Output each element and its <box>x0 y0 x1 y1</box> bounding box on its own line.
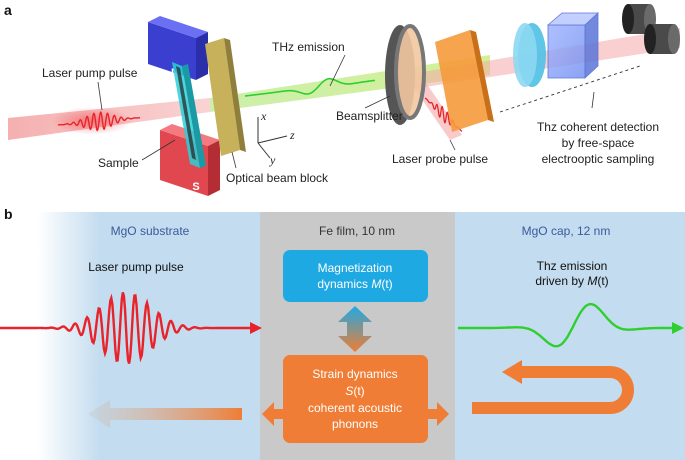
label-mgo-substrate: MgO substrate <box>111 224 190 238</box>
thz-emission-pulse-b <box>458 302 674 348</box>
label-laser-probe-pulse: Laser probe pulse <box>392 152 488 166</box>
thz-emission-b-line1: Thz emission <box>537 259 608 273</box>
panel-a-label: a <box>4 2 12 18</box>
phonon-arrow-cap-reflection <box>472 366 634 414</box>
photodiode-detector-2 <box>644 24 680 54</box>
thz-emission-b-line2: driven by M(t) <box>535 274 608 288</box>
strain-line3: coherent acoustic <box>308 401 402 415</box>
strain-arrow-right <box>428 402 449 426</box>
axis-x-label: x <box>260 109 267 123</box>
laser-pump-pulse-b <box>0 292 252 364</box>
label-mgo-cap: MgO cap, 12 nm <box>522 224 611 238</box>
label-thz-emission-b: Thz emission driven by M(t) <box>535 259 608 288</box>
leader-lines <box>97 54 595 169</box>
panel-b-label: b <box>4 206 13 222</box>
thz-emission-pulse-a <box>244 77 376 97</box>
label-thz-emission-a: THz emission <box>272 40 345 54</box>
coupling-double-arrow <box>338 306 372 352</box>
label-fe-film: Fe film, 10 nm <box>319 224 395 238</box>
phonon-arrow-substrate <box>88 400 242 428</box>
detection-dashed-line <box>499 65 641 113</box>
label-sample: Sample <box>98 156 139 170</box>
strain-line4: phonons <box>332 417 378 431</box>
strain-box <box>283 355 428 443</box>
axis-z-label: z <box>289 128 295 142</box>
strain-line1: Strain dynamics <box>312 367 397 381</box>
filter-plate <box>435 30 494 132</box>
label-laser-pump-pulse-a: Laser pump pulse <box>42 66 138 80</box>
mgo-cap-region <box>455 212 685 460</box>
label-detection-line-1: Thz coherent detection <box>537 120 659 134</box>
label-optical-beam-block: Optical beam block <box>226 171 329 185</box>
mgo-substrate-region <box>38 212 260 460</box>
strain-arrow-left <box>262 402 283 426</box>
phonon-arrow-cap-head <box>502 360 522 384</box>
magnetization-line1: Magnetization <box>318 261 393 275</box>
magnet-south-letter: S <box>192 181 199 193</box>
laser-pump-pulse-a <box>57 110 141 132</box>
pump-pulse-arrowhead <box>250 322 262 334</box>
eo-crystal <box>546 12 600 79</box>
label-laser-pump-pulse-b: Laser pump pulse <box>88 260 184 274</box>
label-detection-line-3: electrooptic sampling <box>542 152 655 166</box>
sample-plate <box>172 62 206 168</box>
strain-line2: S(t) <box>345 384 364 398</box>
label-beamsplitter: Beamsplitter <box>336 109 403 123</box>
lens <box>513 23 546 87</box>
coordinate-axes <box>257 117 288 159</box>
axis-y-label: y <box>269 153 276 167</box>
optical-beam-block <box>205 38 246 156</box>
thz-pulse-arrowhead <box>672 322 684 334</box>
magnetization-box <box>283 250 428 302</box>
magnetization-line2: dynamics M(t) <box>317 277 392 291</box>
beamsplitter <box>385 24 426 125</box>
label-detection-line-2: by free-space <box>562 136 635 150</box>
